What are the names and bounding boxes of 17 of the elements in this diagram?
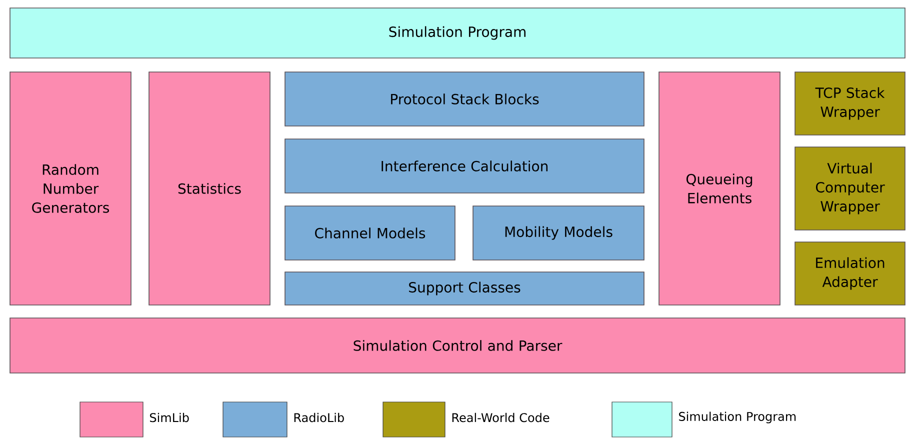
legend-label: Simulation Program	[679, 412, 796, 424]
block-box: Virtual Computer Wrapper	[794, 146, 906, 230]
block-box: Simulation Program	[10, 8, 906, 58]
block-box: Statistics	[148, 72, 270, 306]
block-box: Protocol Stack Blocks	[284, 72, 644, 126]
block-box: Mobility Models	[472, 206, 644, 260]
block-box: Support Classes	[284, 272, 644, 306]
block-box: TCP Stack Wrapper	[794, 72, 906, 136]
block-box: Queueing Elements	[658, 72, 780, 306]
block-box: Emulation Adapter	[794, 242, 906, 306]
legend-label: SimLib	[150, 412, 189, 422]
block-box: Simulation Control and Parser	[10, 318, 906, 374]
block-box: Channel Models	[284, 206, 456, 260]
block-box: Interference Calculation	[284, 138, 644, 194]
block-box: Random Number Generators	[10, 72, 132, 306]
legend-label: Real-World Code	[452, 412, 550, 422]
legend-label: RadioLib	[294, 412, 344, 422]
